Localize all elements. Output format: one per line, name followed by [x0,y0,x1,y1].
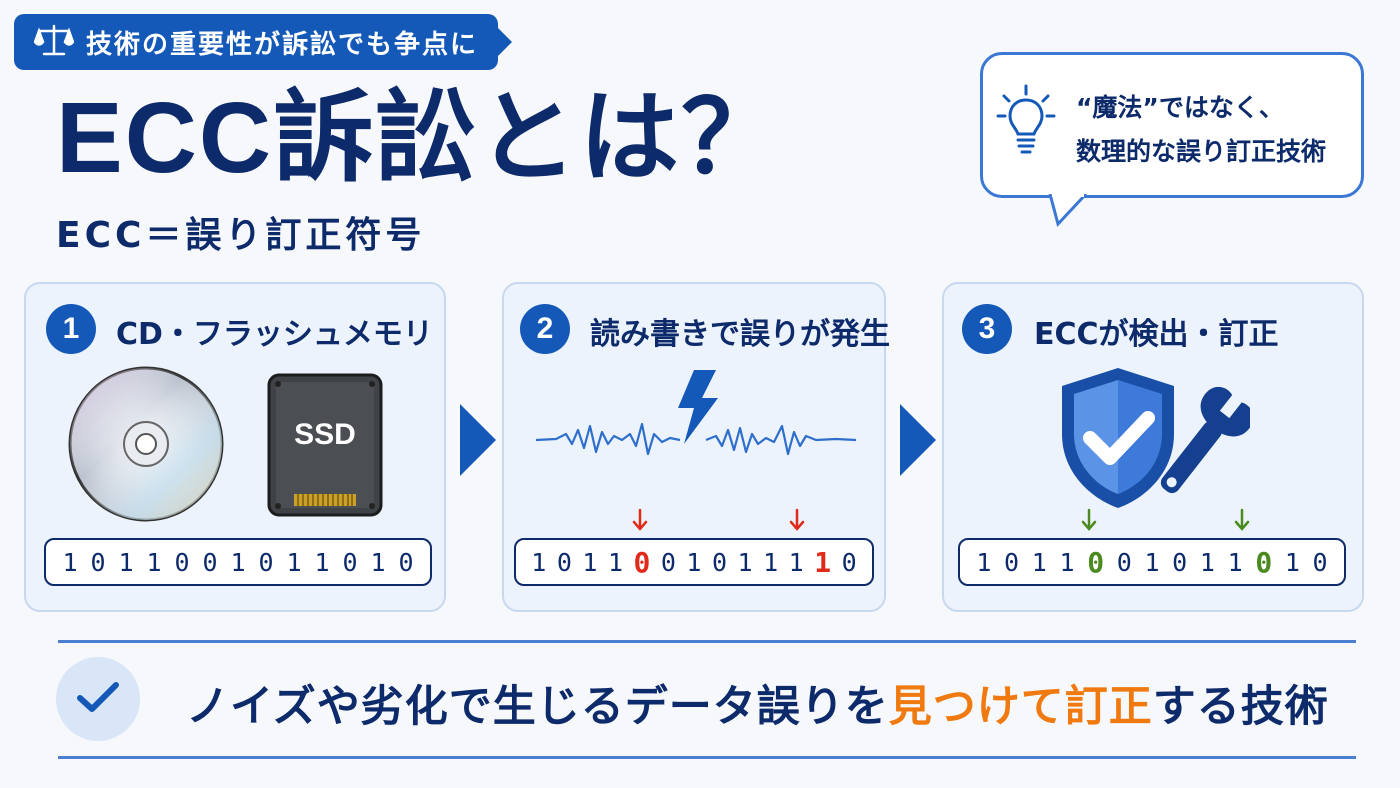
bit-digit: 1 [976,547,992,577]
down-arrow-icon [631,508,649,536]
bit-digit: 0 [660,547,676,577]
lightbulb-icon [996,82,1056,166]
bit-digit: 1 [146,547,162,577]
bubble-line-2: 数理的な誤り訂正技術 [1076,137,1327,166]
bit-digit: 0 [1087,545,1105,579]
step-number-1: 1 [46,304,96,354]
step-title-2: 読み書きで誤りが発生 [590,317,890,352]
bit-digit: 1 [686,547,702,577]
lightning-icon [672,368,722,450]
divider-top [58,640,1356,643]
bit-digit: 1 [1031,547,1047,577]
summary-text: ノイズや劣化で生じるデータ誤りを見つけて訂正する技術 [186,672,1329,734]
down-arrow-icon [788,508,806,536]
summary-highlight: 見つけて訂正 [888,682,1153,732]
bit-digit: 0 [1312,547,1328,577]
bit-digit: 0 [1255,545,1273,579]
bubble-line-1: “魔法”ではなく、 [1076,93,1284,122]
bubble-text: “魔法”ではなく、 数理的な誤り訂正技術 [1076,86,1326,174]
bit-digit: 0 [556,547,572,577]
bit-digit: 1 [531,547,547,577]
bit-digit: 0 [711,547,728,577]
bit-digit: 0 [1172,547,1188,577]
down-arrow-icon [1080,508,1098,536]
waveform-icon [535,404,857,472]
bit-digit: 0 [202,547,218,577]
check-icon [76,680,120,718]
scales-icon [33,23,75,61]
bit-digit: 1 [1284,547,1300,577]
wrench-icon [1150,384,1254,512]
bit-digit: 1 [314,547,330,577]
bit-digit: 1 [607,547,623,577]
bit-digit: 0 [258,547,274,577]
ssd-icon [266,372,384,522]
bit-digit: 1 [118,547,134,577]
bit-digit: 0 [841,547,857,577]
bit-digit: 0 [398,547,414,577]
bit-digit: 0 [90,547,106,577]
divider-bottom [58,756,1356,759]
step-number-2: 2 [520,304,570,354]
page-subtitle: ECC＝誤り訂正符号 [56,215,426,256]
page-title: ECC訴訟とは？ [56,82,784,194]
ssd-label: SSD [294,418,356,451]
summary-before: ノイズや劣化で生じるデータ誤りを [186,682,889,732]
bit-digit: 1 [582,547,598,577]
cd-icon [66,364,226,528]
speech-bubble-tail [1048,194,1088,228]
bit-digit: 0 [1116,547,1132,577]
bit-digit: 1 [62,547,78,577]
header-tag: 技術の重要性が訴訟でも争点に [14,14,512,70]
bit-digit: 0 [342,547,358,577]
next-arrow-1 [460,404,496,476]
bit-digit: 1 [1199,547,1215,577]
bit-digit: 0 [633,545,651,579]
bit-digit: 1 [737,547,753,577]
step-title-3: ECCが検出・訂正 [1034,317,1279,352]
bit-digit: 1 [230,547,246,577]
step-title-1: CD・フラッシュメモリ [116,317,433,352]
bit-digit: 0 [174,547,190,577]
bit-digit: 1 [286,547,302,577]
bit-digit: 1 [814,545,832,579]
shield-check-icon [1056,364,1180,516]
check-badge [56,657,140,741]
bit-digit: 1 [1227,547,1243,577]
bit-digit: 1 [370,547,386,577]
bit-digit: 1 [1059,547,1075,577]
next-arrow-2 [900,404,936,476]
bit-digit: 1 [788,547,804,577]
step-number-3: 3 [962,304,1012,354]
header-tag-text: 技術の重要性が訴訟でも争点に [86,29,479,60]
bit-digit: 0 [1004,547,1020,577]
bit-digit: 1 [1144,547,1160,577]
summary-after: する技術 [1152,682,1329,732]
speech-bubble [980,52,1364,198]
bit-digit: 1 [763,547,779,577]
down-arrow-icon [1233,508,1251,536]
